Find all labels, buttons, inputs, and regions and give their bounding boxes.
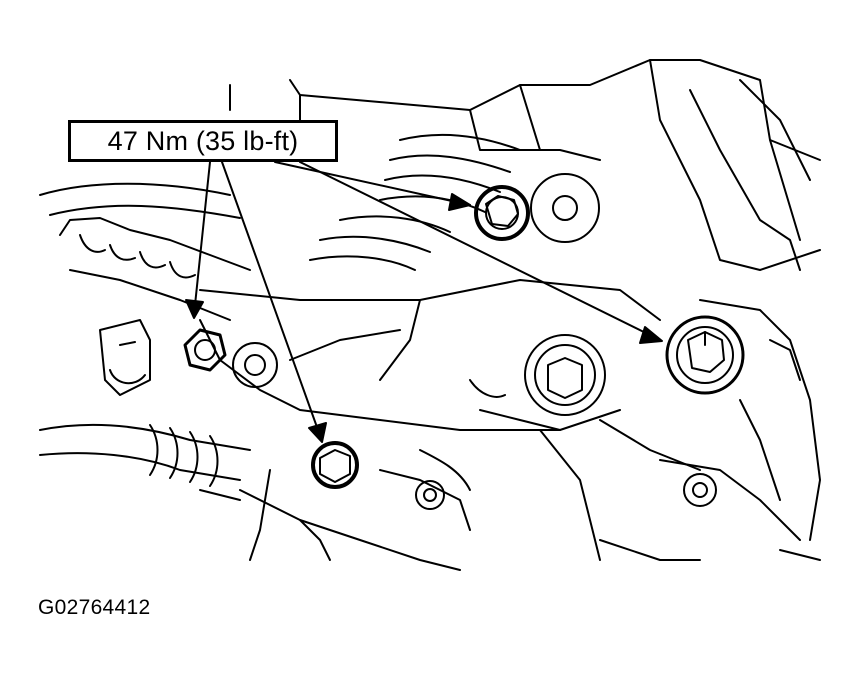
- bolt-lower-middle: [415, 480, 445, 510]
- leader-to-lower-bolt: [221, 161, 319, 431]
- figure-id: G02764412: [38, 596, 151, 619]
- bolts: [183, 173, 745, 510]
- torque-spec-callout: 47 Nm (35 lb-ft): [68, 120, 338, 162]
- washer-upper-right: [530, 173, 600, 243]
- arrowhead-lower-bolt: [308, 422, 327, 443]
- arrowhead-left-bolt: [185, 299, 204, 319]
- leader-lines: [185, 161, 663, 443]
- bolt-lower: [311, 441, 359, 489]
- center-stud: [524, 334, 606, 416]
- leader-to-left-bolt: [194, 161, 211, 306]
- leader-to-upper-bolt: [274, 161, 471, 206]
- torque-spec-text: 47 Nm (35 lb-ft): [107, 125, 299, 156]
- bolt-upper: [474, 185, 530, 241]
- leader-to-right-bolt: [299, 161, 661, 341]
- bolt-lower-right: [683, 473, 717, 507]
- arrowhead-right-bolt: [639, 326, 663, 344]
- bolt-left-link: [183, 328, 278, 388]
- bolt-right: [665, 315, 745, 395]
- arrowhead-upper-bolt: [448, 193, 471, 211]
